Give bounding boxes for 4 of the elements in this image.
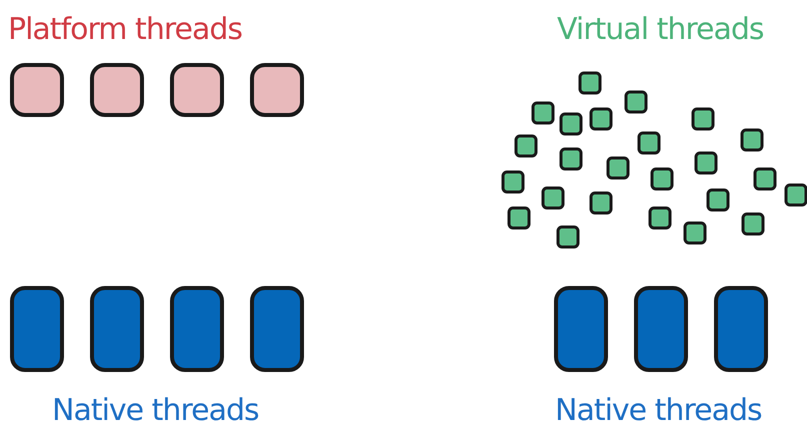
native-threads-label: Native threads — [555, 393, 762, 428]
native-threads-label: Native threads — [52, 393, 259, 428]
platform-threads-label: Platform threads — [8, 12, 242, 47]
virtual-threads-label: Virtual threads — [557, 12, 764, 47]
